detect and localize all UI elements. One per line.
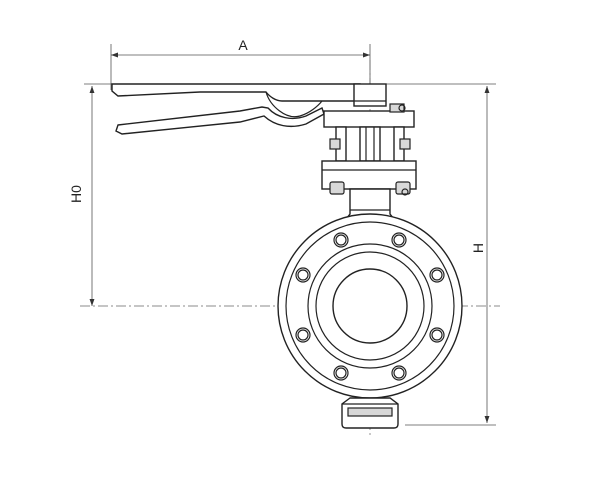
lever-grip	[115, 106, 325, 135]
dimension-label-h0: H0	[68, 185, 84, 203]
dimension-label-h: H	[470, 243, 486, 253]
dimension-label-a: A	[238, 37, 248, 53]
stem	[359, 126, 381, 162]
bottom-boss-band	[347, 407, 393, 417]
flange-nut-dot	[401, 188, 409, 196]
flange-nut-left	[329, 181, 345, 195]
valve-body	[277, 213, 463, 399]
bolt-hole	[295, 327, 311, 343]
top-bolt-dot	[398, 104, 406, 112]
bolt-hole	[333, 365, 349, 381]
bracket-bolt-left	[329, 138, 341, 150]
lever-linkage	[265, 91, 323, 118]
bolt-hole	[391, 232, 407, 248]
lever-hub	[353, 83, 387, 107]
bolt-hole	[429, 267, 445, 283]
lever-bar	[111, 83, 361, 102]
bolt-hole	[295, 267, 311, 283]
body-flange-inner-edge	[285, 221, 455, 391]
bolt-holes	[295, 232, 445, 381]
bolt-hole	[429, 327, 445, 343]
dimension-lines	[84, 44, 496, 426]
body-raised-face	[307, 243, 433, 369]
top-bolt-head	[389, 103, 405, 113]
bolt-hole	[333, 232, 349, 248]
bracket-bolt-right	[399, 138, 411, 150]
bottom-boss	[341, 397, 399, 429]
top-plate	[323, 110, 415, 128]
body-bore	[332, 268, 408, 344]
body-seat-ring	[315, 251, 425, 361]
bolt-hole	[391, 365, 407, 381]
top-bracket	[321, 103, 417, 196]
